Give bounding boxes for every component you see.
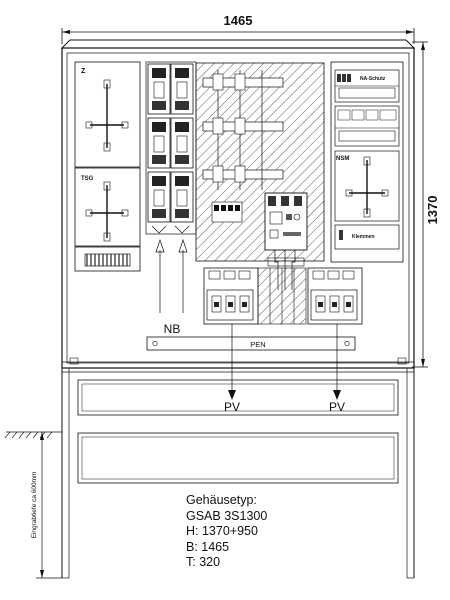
device-small-label-2: Klemmen bbox=[352, 234, 375, 240]
spec-depth: T: 320 bbox=[186, 555, 221, 569]
pen-bar: PEN bbox=[146, 336, 356, 351]
pv-left-label: PV bbox=[224, 400, 240, 414]
ground-dimension: Eingrabtiefe ca 600mm bbox=[4, 431, 62, 579]
fuse-blocks bbox=[145, 61, 197, 235]
width-dimension: 1465 bbox=[61, 13, 415, 44]
pen-label: PEN bbox=[250, 340, 265, 349]
nb-arrows: NB bbox=[155, 238, 188, 336]
pv-section bbox=[203, 267, 363, 325]
spec-model: GSAB 3S1300 bbox=[186, 508, 268, 523]
spec-block: Gehäusetyp: GSAB 3S1300 H: 1370+950 B: 1… bbox=[186, 493, 267, 571]
hatched-panel bbox=[195, 62, 325, 290]
spec-width: B: 1465 bbox=[186, 539, 230, 554]
cabinet-body bbox=[60, 39, 416, 369]
meter-tsg-label: TSG bbox=[81, 176, 94, 182]
meter-panel-tsg: TSG bbox=[74, 167, 141, 247]
width-label: 1465 bbox=[224, 13, 253, 28]
spec-height: H: 1370+950 bbox=[186, 524, 258, 538]
base-socket bbox=[61, 368, 415, 579]
pv-right-label: PV bbox=[329, 400, 345, 414]
pv-arrows: PV PV bbox=[224, 324, 345, 414]
height-label: 1370 bbox=[425, 196, 440, 225]
device-small-label-1: NA-Schutz bbox=[360, 76, 386, 82]
meter-nsm-label: NSM bbox=[336, 156, 349, 162]
meter-z-label: Z bbox=[81, 68, 86, 75]
height-dimension: 1370 bbox=[412, 41, 440, 368]
meter-panel-z: Z bbox=[74, 61, 141, 168]
right-panel: NA-Schutz NSM Klemmen bbox=[330, 61, 404, 263]
nb-label: NB bbox=[164, 322, 181, 336]
terminal-strip-left bbox=[74, 246, 141, 272]
depth-label: Eingrabtiefe ca 600mm bbox=[31, 472, 38, 539]
spec-title: Gehäusetyp: bbox=[186, 493, 257, 507]
